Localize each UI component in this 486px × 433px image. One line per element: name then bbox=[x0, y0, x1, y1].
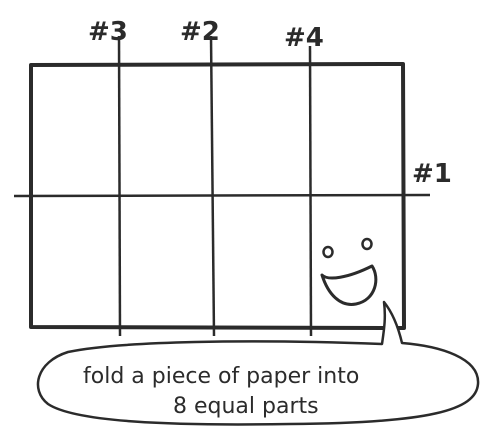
mouth bbox=[322, 266, 376, 304]
fold-line-1 bbox=[14, 195, 430, 196]
fold-label-2: #2 bbox=[180, 17, 220, 47]
smiley-face-icon bbox=[322, 239, 376, 304]
fold-label-1: #1 bbox=[412, 159, 452, 189]
fold-line-4 bbox=[310, 46, 311, 336]
right-eye bbox=[363, 239, 372, 249]
fold-line-3 bbox=[119, 36, 120, 336]
fold-label-4: #4 bbox=[284, 23, 324, 53]
fold-line-2 bbox=[211, 36, 214, 336]
fold-label-3: #3 bbox=[88, 17, 128, 47]
speech-bubble-line-2: 8 equal parts bbox=[173, 394, 319, 419]
left-eye bbox=[324, 247, 333, 257]
speech-bubble-line-1: fold a piece of paper into bbox=[83, 364, 359, 389]
